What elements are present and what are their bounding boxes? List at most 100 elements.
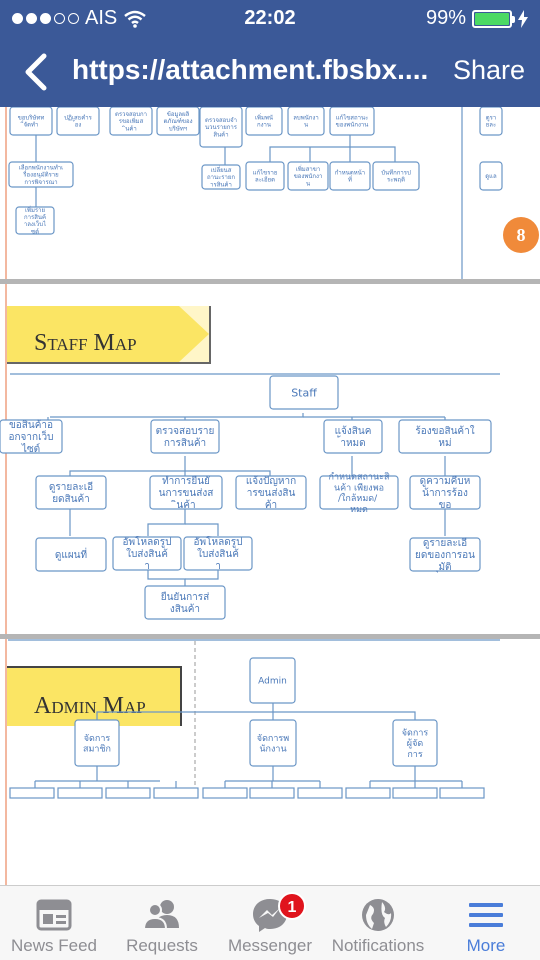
- node-label: กำหนดหน้าที่: [335, 170, 365, 184]
- diagram-node: [345, 787, 391, 799]
- connector-line: [96, 703, 274, 720]
- node-map: ดูแผนที่: [35, 537, 107, 572]
- tab-requests[interactable]: Requests: [108, 886, 216, 960]
- battery-percent: 99%: [425, 7, 466, 29]
- node-approval-detail: ดูรายละเอียดของการอนุมัติ: [409, 537, 481, 573]
- diagram-node: เปลี่ยนสถานะรายการสินค้า: [201, 164, 241, 190]
- diagram-node: ดูรายละ: [479, 107, 503, 136]
- node-label: เลือกพนักงานทำเรื่องอนุมัติรายการพิจารณา: [19, 163, 63, 185]
- connector-line: [147, 569, 186, 586]
- node-label: อัพโหลดรูปใบส่งสินค้า: [123, 535, 172, 572]
- node-confirm-shipping: ทำการยืนยันการขนส่งสินค้า: [149, 475, 223, 511]
- globe-icon: [358, 896, 398, 934]
- battery-level: [475, 12, 509, 25]
- staff-map-title: Staff Map: [34, 330, 137, 356]
- connector-line: [185, 470, 271, 477]
- document-viewer[interactable]: ขอบริษัทที่จัดทำปฏิเสธคำร้องตรวจสอบการขอ…: [0, 107, 540, 885]
- node-label: Admin: [258, 677, 287, 687]
- slide-divider: [0, 634, 540, 639]
- chevron-left-icon: [25, 53, 47, 91]
- node-label: ดูความคืบหน้าการร้องขอ: [420, 475, 471, 511]
- tab-label: Messenger: [227, 936, 313, 955]
- node-check-products: ตรวจสอบรายการสินค้า: [150, 419, 220, 454]
- node-label: ดูรายละเอียดของการอนุมัติ: [415, 537, 475, 573]
- tab-label: News Feed: [11, 936, 97, 955]
- tab-label: Notifications: [331, 936, 425, 955]
- node-label: ตรวจสอบรายการสินค้า: [156, 426, 215, 449]
- staff-map-banner: Staff Map: [7, 306, 211, 364]
- diagram-node: เพิ่มรายการสินค้าลงเว็บไซต์: [15, 206, 55, 236]
- diagram-node: [105, 787, 151, 799]
- carrier-name: AIS: [85, 7, 118, 29]
- slide8-diagram: ขอบริษัทที่จัดทำปฏิเสธคำร้องตรวจสอบการขอ…: [8, 107, 503, 279]
- diagram-node: ตรวจสอบการขอเพิ่มสินค้า: [109, 107, 153, 136]
- diagram-node: [392, 787, 438, 799]
- notification-count-badge: 1: [278, 892, 306, 920]
- node-label: กำหนดสถานะสินค้า เพียงพอ/ใกล้หมด/ หมด: [329, 471, 390, 514]
- tab-notifications[interactable]: Notifications: [324, 886, 432, 960]
- node-admin: Admin: [249, 657, 296, 704]
- slide-8: ขอบริษัทที่จัดทำปฏิเสธคำร้องตรวจสอบการขอ…: [0, 107, 540, 279]
- connector-line: [69, 456, 186, 477]
- node-label: Staff: [291, 386, 317, 399]
- top-bar: AIS 22:02 99% https://attachment.fbsbx..…: [0, 0, 540, 107]
- node-label: ร้องขอสินค้าใหม่: [415, 425, 474, 449]
- connector-line: [147, 509, 186, 536]
- tab-news-feed[interactable]: News Feed: [0, 886, 108, 960]
- node-label: แจ้งสินค้าหมด: [335, 425, 372, 449]
- node-remove-product: ขอสินค้าออกจากเว็บไซต์: [0, 419, 63, 455]
- admin-map-diagram: Admin จัดการสมาชิก จัดการพนักงาน จัดการผู้จ…: [8, 639, 500, 799]
- node-label: จัดการสมาชิก: [83, 734, 111, 755]
- tab-label: More: [466, 936, 506, 955]
- connector-line: [350, 146, 396, 162]
- node-label: ขอสินค้าออกจากเว็บไซต์: [9, 419, 54, 455]
- staff-map-diagram: Staff ขอสินค้าออกจากเว็บไซต์ ตรวจสอบรายการ…: [0, 373, 500, 620]
- node-label: ดูรายละเอียดสินค้า: [49, 481, 93, 505]
- connector-line: [50, 413, 304, 418]
- node-label: เปลี่ยนสถานะรายการสินค้า: [207, 166, 235, 188]
- node-label: เพิ่มรายการสินค้าลงเว็บไซต์: [24, 206, 46, 236]
- node-manage-managers: จัดการผู้จัดการ: [392, 719, 438, 767]
- diagram-node: กำหนดหน้าที่: [329, 161, 371, 191]
- node-staff: Staff: [269, 375, 339, 410]
- node-label: ตรวจสอบจำนวนรายการสินค้า: [205, 117, 238, 138]
- tab-label: Requests: [126, 936, 198, 955]
- node-label: ดูรายละ: [486, 115, 497, 129]
- wifi-icon: [124, 10, 147, 28]
- diagram-node: [297, 787, 343, 799]
- share-button[interactable]: Share: [452, 55, 525, 85]
- node-confirm-delivery: ยืนยันการส่งสินค้า: [144, 585, 226, 620]
- diagram-node: [9, 787, 55, 799]
- diagram-node: แก้ไขรายละเอียด: [245, 161, 285, 191]
- url-title: https://attachment.fbsbx....: [72, 54, 429, 85]
- node-label: ลบพนักงาน: [293, 115, 318, 129]
- node-label: จัดการพนักงาน: [257, 734, 289, 755]
- connector-line: [185, 569, 219, 580]
- node-label: เพิ่มพนักงาน: [255, 114, 273, 129]
- node-set-stock-status: กำหนดสถานะสินค้า เพียงพอ/ใกล้หมด/ หมด: [319, 471, 399, 515]
- friend-requests-icon: [142, 896, 182, 934]
- node-label: ข้อมูลผลิตภัณฑ์ของบริษัทฯ: [163, 111, 192, 132]
- node-label: ทำการยืนยันการขนส่งสินค้า: [159, 475, 214, 511]
- browser-nav: https://attachment.fbsbx.... Share: [0, 38, 540, 107]
- node-request-progress: ดูความคืบหน้าการร้องขอ: [409, 475, 481, 511]
- node-label: แจ้งปัญหาการขนส่งสินค้า: [246, 475, 296, 511]
- node-shipping-problem: แจ้งปัญหาการขนส่งสินค้า: [235, 475, 307, 511]
- diagram-node: [153, 787, 199, 799]
- diagram-node: ตรวจสอบจำนวนรายการสินค้า: [199, 107, 243, 148]
- status-bar: AIS 22:02 99%: [0, 0, 540, 38]
- tab-more[interactable]: More: [432, 886, 540, 960]
- diagram-node: [202, 787, 248, 799]
- back-button[interactable]: [18, 50, 58, 94]
- node-label: จัดการผู้จัดการ: [402, 728, 429, 760]
- node-label: แก้ไขสถานะของพนักงาน: [336, 114, 369, 129]
- diagram-node: เพิ่มพนักงาน: [245, 107, 283, 136]
- diagram-node: ดูแล: [479, 161, 503, 191]
- tab-messenger[interactable]: Messenger 1: [216, 886, 324, 960]
- clock: 22:02: [244, 7, 296, 29]
- diagram-node: บันทึกการประพฤติ: [372, 161, 420, 191]
- diagram-node: แก้ไขสถานะของพนักงาน: [329, 107, 375, 136]
- menu-icon: [466, 896, 506, 934]
